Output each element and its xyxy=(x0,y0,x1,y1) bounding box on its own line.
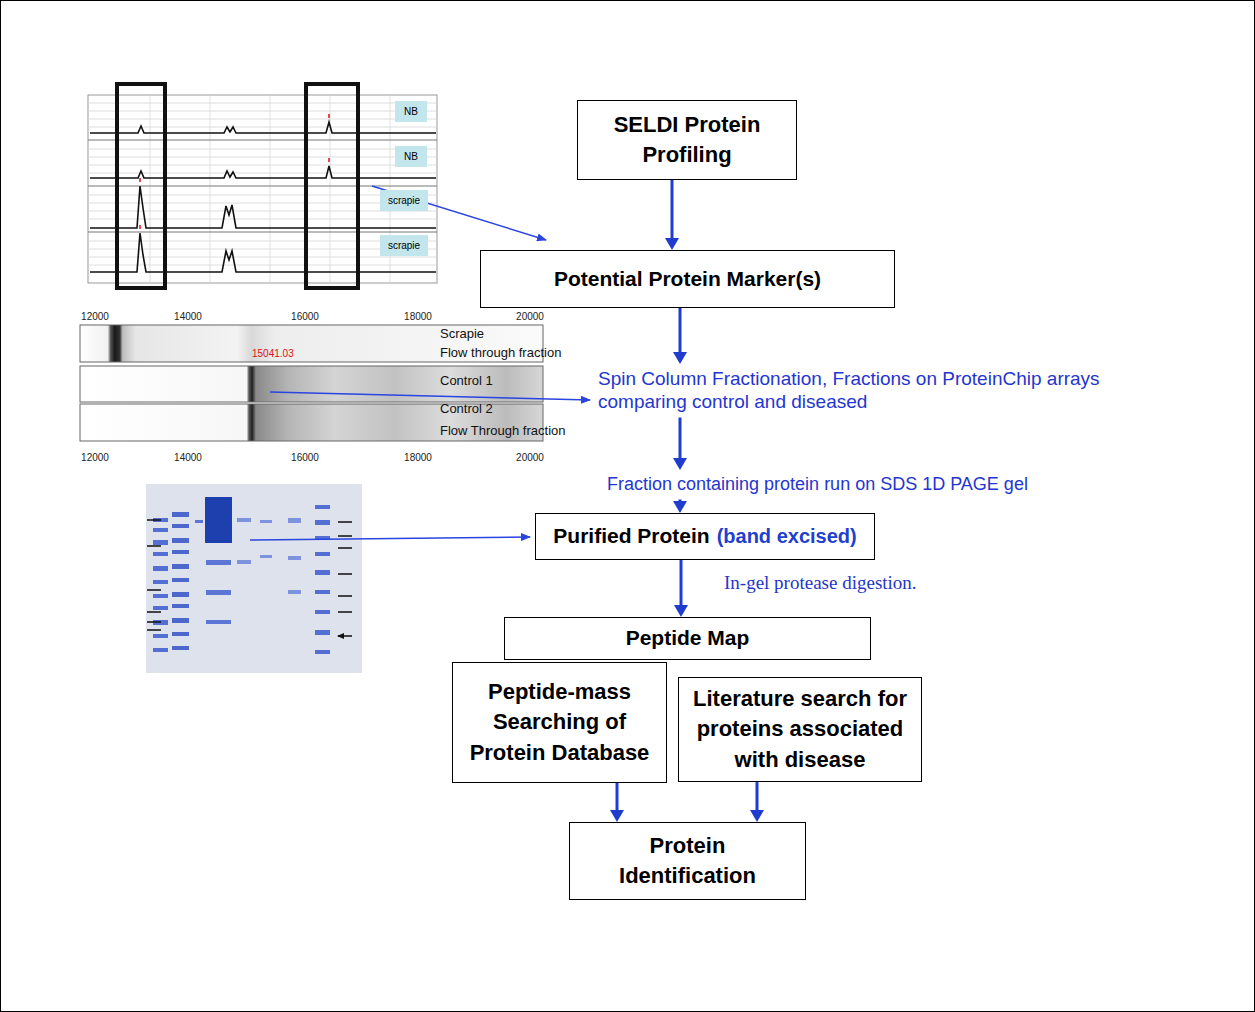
flow-arrow xyxy=(665,180,679,250)
spectrum-trace xyxy=(90,166,436,178)
process-box: Literature search for proteins associate… xyxy=(678,677,922,782)
edge-label: In-gel protease digestion. xyxy=(722,572,919,594)
arrow-head xyxy=(665,238,679,250)
strip-label: Control 2 xyxy=(440,401,493,416)
sample-tag: scrapie xyxy=(380,190,428,211)
node-text: Purified Protein xyxy=(553,522,709,551)
ladder-bands xyxy=(172,512,189,650)
peak-marks xyxy=(140,114,329,229)
node-text: SELDI Protein Profiling xyxy=(588,110,786,171)
highlight-bracket xyxy=(306,84,358,288)
axis-number: 16000 xyxy=(280,311,330,322)
arrow-head xyxy=(750,810,764,822)
grid-lines xyxy=(88,95,437,283)
flow-arrow xyxy=(610,783,624,822)
sample-tag: NB xyxy=(395,101,427,122)
gel-background xyxy=(146,484,362,673)
leader-lines xyxy=(250,186,590,540)
node-text: Potential Protein Marker(s) xyxy=(554,265,821,294)
process-box: Peptide-mass Searching of Protein Databa… xyxy=(452,662,667,783)
node-text: Peptide-mass Searching of Protein Databa… xyxy=(463,677,656,768)
arrow-head xyxy=(610,810,624,822)
highlight-bracket xyxy=(117,84,165,288)
leader-line xyxy=(372,186,546,240)
leader-line xyxy=(270,392,590,400)
axis-number: 20000 xyxy=(505,452,555,463)
axis-number: 18000 xyxy=(393,311,443,322)
protein-band xyxy=(205,497,232,543)
node-text: Protein Identification xyxy=(580,831,795,892)
flow-arrow xyxy=(674,560,688,617)
sample-bands xyxy=(237,518,301,594)
sample-tag: scrapie xyxy=(380,235,428,256)
process-box: Purified Protein (band excised) xyxy=(535,513,875,560)
spectra-panel xyxy=(88,84,437,288)
step-note: Fraction containing protein run on SDS 1… xyxy=(607,474,1028,496)
spectrum-trace xyxy=(90,122,436,133)
peak-mass: 15041.03 xyxy=(252,348,294,359)
process-box: SELDI Protein Profiling xyxy=(577,100,797,180)
axis-number: 14000 xyxy=(163,452,213,463)
spectrum-trace xyxy=(90,186,436,228)
process-box: Protein Identification xyxy=(569,822,806,900)
strip-label: Scrapie xyxy=(440,326,484,341)
axis-number: 16000 xyxy=(280,452,330,463)
spectra-frame xyxy=(88,95,437,283)
node-text: Literature search for proteins associate… xyxy=(689,684,911,775)
axis-number: 12000 xyxy=(70,452,120,463)
node-text: Peptide Map xyxy=(626,624,750,653)
strip-label: Control 1 xyxy=(440,373,493,388)
step-note: Spin Column Fractionation, Fractions on … xyxy=(598,368,1158,414)
axis-number: 14000 xyxy=(163,311,213,322)
leader-line xyxy=(250,537,530,540)
ladder-bands xyxy=(315,505,330,654)
axis-number: 12000 xyxy=(70,311,120,322)
spectrum-trace xyxy=(90,233,436,272)
ladder-bands xyxy=(153,518,168,652)
connector-line xyxy=(616,783,619,812)
axis-number: 18000 xyxy=(393,452,443,463)
sample-tag: NB xyxy=(395,146,427,167)
sds-gel-photo xyxy=(146,484,362,673)
flow-arrow xyxy=(750,782,764,822)
process-box: Peptide Map xyxy=(504,617,871,660)
connector-line xyxy=(680,560,683,607)
marker-arrows xyxy=(147,520,352,636)
connector-line xyxy=(756,782,759,812)
strip-label: Flow Through fraction xyxy=(440,423,566,438)
sample-bands xyxy=(195,520,231,624)
node-text: (band excised) xyxy=(717,523,857,551)
axis-number: 20000 xyxy=(505,311,555,322)
process-box: Potential Protein Marker(s) xyxy=(480,250,895,308)
strip-label: Flow through fraction xyxy=(440,345,561,360)
row-separators xyxy=(88,140,437,232)
connector-line xyxy=(671,180,674,240)
arrow-head xyxy=(674,605,688,617)
